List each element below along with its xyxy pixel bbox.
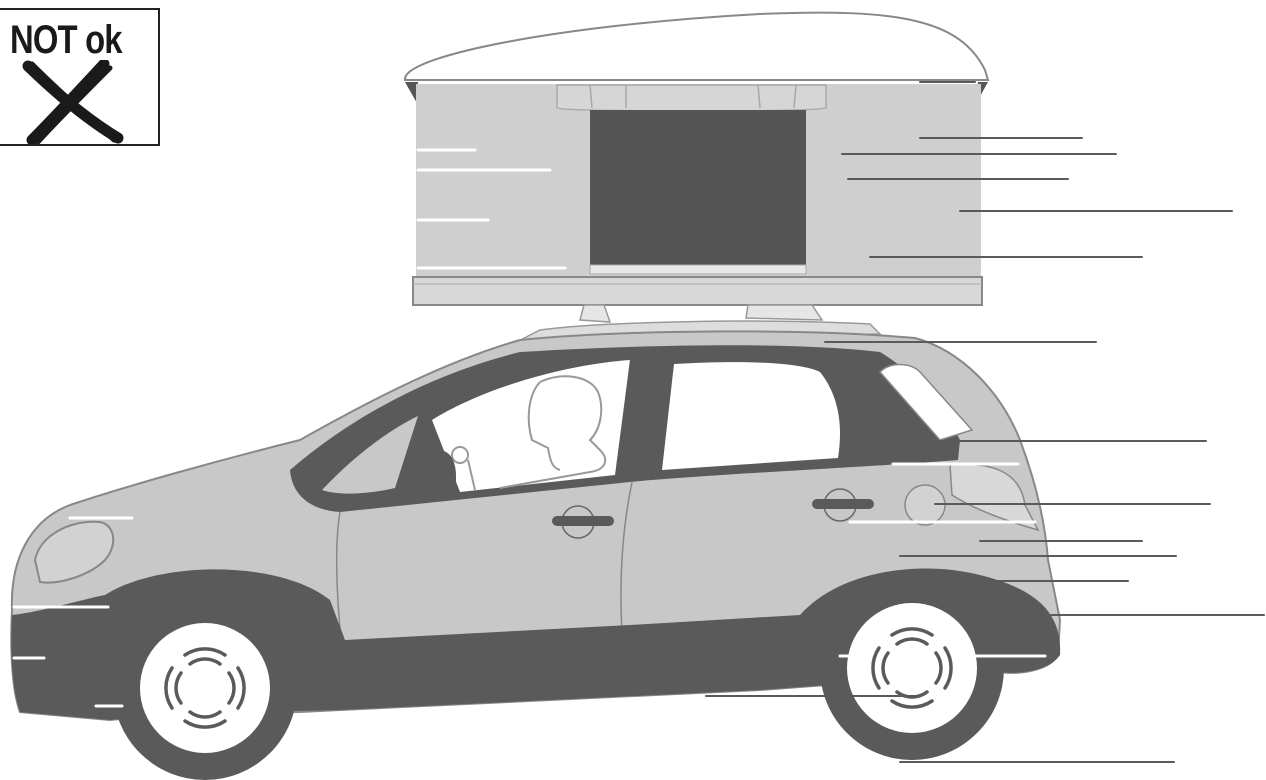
rear-door-window bbox=[662, 362, 840, 470]
roof-top-tent bbox=[405, 13, 988, 305]
tent-base bbox=[413, 277, 982, 305]
tent-awning-roll bbox=[557, 85, 826, 111]
tent-lid bbox=[405, 13, 988, 80]
front-wheel bbox=[113, 596, 297, 780]
seat-headrest bbox=[405, 450, 456, 498]
tent-window bbox=[590, 110, 806, 265]
rear-wheel bbox=[820, 576, 1004, 760]
